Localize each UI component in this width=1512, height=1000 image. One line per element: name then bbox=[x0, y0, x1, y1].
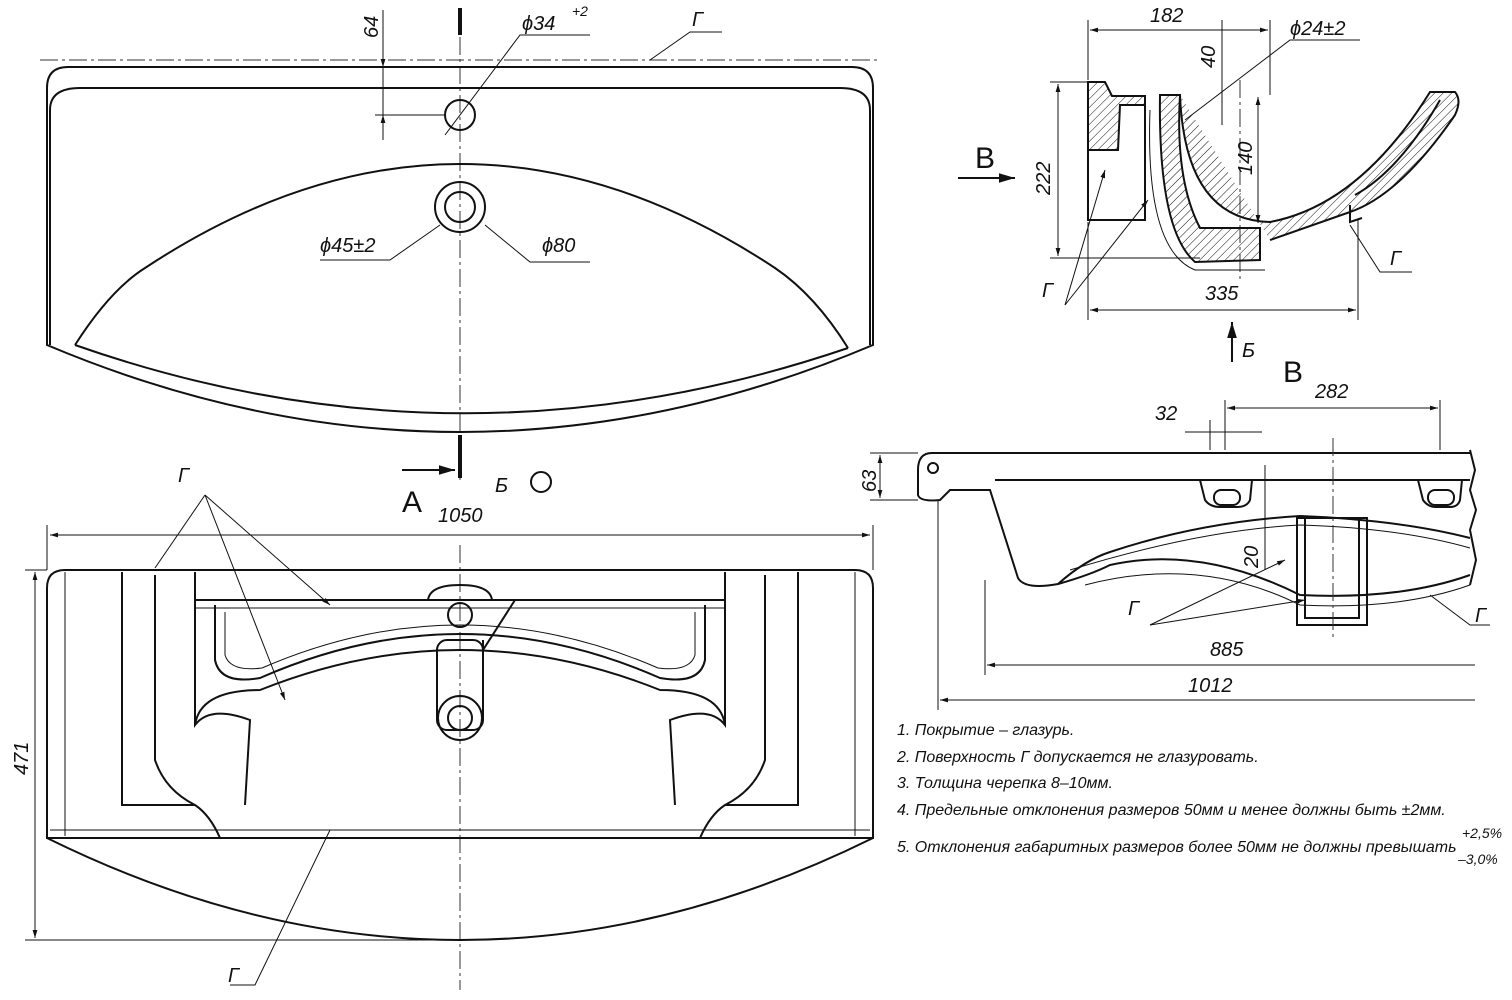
rim-section bbox=[1087, 81, 1146, 151]
tap-hole-boss bbox=[447, 602, 473, 628]
dim-d34: ϕ34 bbox=[522, 13, 555, 35]
dim-1050: 1050 bbox=[438, 505, 483, 527]
dim-64: 64 bbox=[361, 16, 383, 38]
drain-boss bbox=[437, 695, 483, 741]
side-profile bbox=[917, 452, 1471, 587]
note-5-tol-plus: +2,5% bbox=[1462, 825, 1502, 841]
section-view: 182 40 ϕ24±2 222 140 В 335 Б Г Г bbox=[958, 5, 1460, 362]
bottom-view: 1050 471 Г Г bbox=[11, 465, 874, 990]
view-b-label: Б bbox=[1242, 340, 1255, 362]
dim-1012: 1012 bbox=[1188, 675, 1233, 697]
dim-40: 40 bbox=[1198, 46, 1220, 68]
leg bbox=[1199, 479, 1253, 508]
top-view: 64 ϕ34 +2 Г ϕ45±2 ϕ80 А Б bbox=[40, 3, 880, 519]
dim-222: 222 bbox=[1033, 162, 1055, 196]
drain-hole bbox=[434, 181, 486, 233]
basin-outline bbox=[46, 66, 874, 433]
surface-g-label-top: Г bbox=[178, 465, 191, 487]
dim-63: 63 bbox=[859, 470, 881, 492]
surface-g-label-bottom: Г bbox=[228, 965, 241, 987]
dim-335: 335 bbox=[1205, 283, 1239, 305]
note-5: 5. Отклонения габаритных размеров более … bbox=[897, 839, 1457, 856]
note-2: 2. Поверхность Г допускается не глазуров… bbox=[896, 749, 1259, 766]
dim-d34-tol: +2 bbox=[572, 3, 588, 19]
dim-140: 140 bbox=[1235, 142, 1257, 175]
view-b-mark: Б bbox=[495, 475, 508, 497]
side-view: В 282 32 63 20 Г Г 885 1012 bbox=[859, 356, 1490, 710]
note-1: 1. Покрытие – глазурь. bbox=[897, 722, 1074, 739]
surface-g-right: Г bbox=[1475, 605, 1488, 627]
bowl-outline bbox=[74, 163, 849, 349]
note-4: 4. Предельные отклонения размеров 50мм и… bbox=[897, 802, 1446, 819]
surface-g-left: Г bbox=[1128, 598, 1141, 620]
bowl-section bbox=[1179, 91, 1460, 241]
side-view-title: В bbox=[1283, 356, 1303, 389]
view-v-label: В bbox=[975, 142, 995, 175]
rotation-icon bbox=[530, 471, 552, 493]
dim-d80: ϕ80 bbox=[542, 235, 575, 257]
note-3: 3. Толщина черепка 8–10мм. bbox=[897, 775, 1113, 792]
dim-20: 20 bbox=[1241, 546, 1263, 569]
surface-g-left: Г bbox=[1042, 280, 1055, 302]
drain-outlet bbox=[1296, 517, 1368, 626]
dim-d24: ϕ24±2 bbox=[1290, 18, 1345, 40]
surface-g-label: Г bbox=[692, 9, 705, 31]
note-5-tol-minus: –3,0% bbox=[1457, 851, 1498, 867]
leg bbox=[1417, 479, 1463, 508]
notes: 1. Покрытие – глазурь. 2. Поверхность Г … bbox=[896, 722, 1502, 867]
surface-g-right: Г bbox=[1390, 248, 1403, 270]
view-a-label: А bbox=[402, 486, 422, 519]
basin-underside bbox=[46, 569, 874, 839]
dim-471: 471 bbox=[11, 742, 33, 775]
dim-282: 282 bbox=[1314, 381, 1348, 403]
dim-182: 182 bbox=[1150, 5, 1183, 27]
drain-section bbox=[1158, 94, 1261, 264]
dim-d45: ϕ45±2 bbox=[320, 235, 375, 257]
dim-32: 32 bbox=[1155, 403, 1177, 425]
dim-885: 885 bbox=[1210, 639, 1244, 661]
